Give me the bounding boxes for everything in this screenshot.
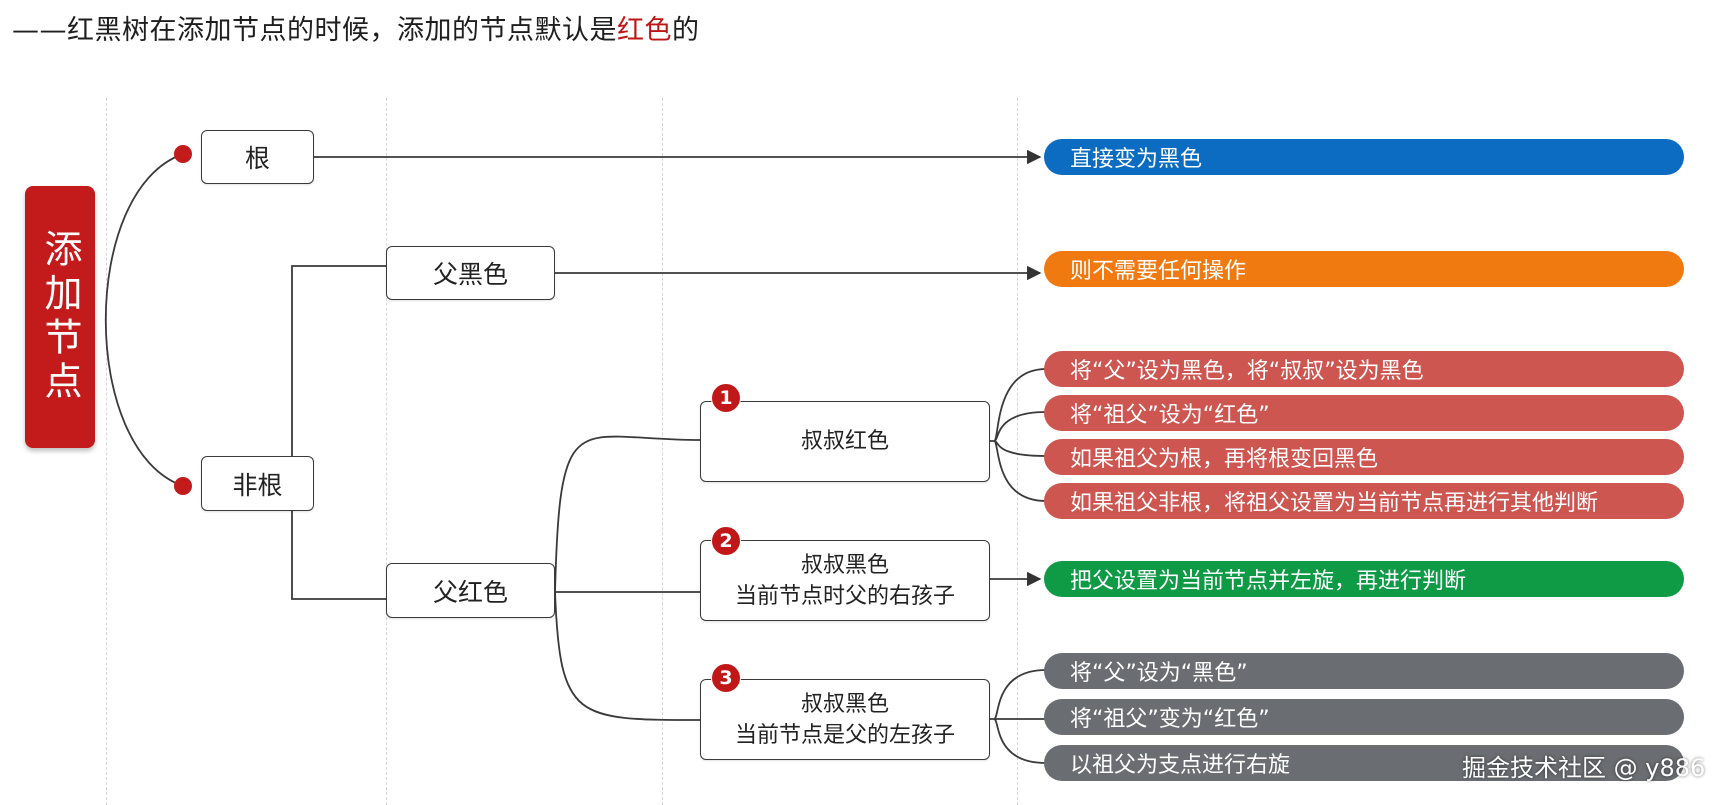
title-accent: 红色: [617, 15, 672, 46]
case-badge-3: 3: [711, 663, 741, 693]
case-badge-1: 1: [711, 383, 741, 413]
action-case1-step: 如果祖父非根，将祖父设置为当前节点再进行其他判断: [1044, 483, 1684, 519]
connector-case1-split: [990, 368, 1047, 502]
joint-dot-root: [174, 145, 192, 163]
node-case-uncle-black-left-child: 叔叔黑色 当前节点是父的左孩子: [700, 679, 990, 760]
action-case2-left-rotate: 把父设置为当前节点并左旋，再进行判断: [1044, 561, 1684, 597]
add-node-label: 添加节点: [25, 186, 95, 448]
action-case3-step: 以祖父为支点进行右旋: [1044, 745, 1684, 781]
page-title: ——红黑树在添加节点的时候，添加的节点默认是红色的: [12, 8, 700, 47]
node-parent-black: 父黑色: [386, 246, 555, 300]
action-no-operation: 则不需要任何操作: [1044, 251, 1684, 287]
action-case3-step: 将“父”设为“黑色”: [1044, 653, 1684, 689]
node-root: 根: [201, 130, 314, 184]
node-case-uncle-red: 叔叔红色: [700, 401, 990, 482]
guide-line: [106, 98, 107, 805]
guide-line: [386, 98, 387, 805]
connector-parentred-split: [554, 435, 701, 721]
node-non-root: 非根: [201, 456, 314, 511]
title-tail: 的: [672, 15, 700, 46]
action-case3-step: 将“祖父”变为“红色”: [1044, 699, 1684, 735]
joint-dot-nonroot: [174, 477, 192, 495]
connector-nonroot-branch: [291, 265, 386, 600]
guide-line: [1017, 98, 1018, 805]
case-badge-2: 2: [711, 526, 741, 556]
action-case1-step: 将“祖父”设为“红色”: [1044, 395, 1684, 431]
action-case1-step: 如果祖父为根，再将根变回黑色: [1044, 439, 1684, 475]
node-case-uncle-black-right-child: 叔叔黑色 当前节点时父的右孩子: [700, 540, 990, 621]
action-case1-step: 将“父”设为黑色，将“叔叔”设为黑色: [1044, 351, 1684, 387]
guide-line: [662, 98, 663, 805]
title-lead: ——红黑树在添加节点的时候，添加的节点默认是: [12, 15, 617, 46]
connector-root-split: [104, 153, 184, 487]
node-parent-red: 父红色: [386, 563, 555, 618]
action-root-to-black: 直接变为黑色: [1044, 139, 1684, 175]
watermark: 掘金技术社区 @ y886: [1462, 754, 1706, 782]
connector-case3-split: [990, 669, 1047, 764]
